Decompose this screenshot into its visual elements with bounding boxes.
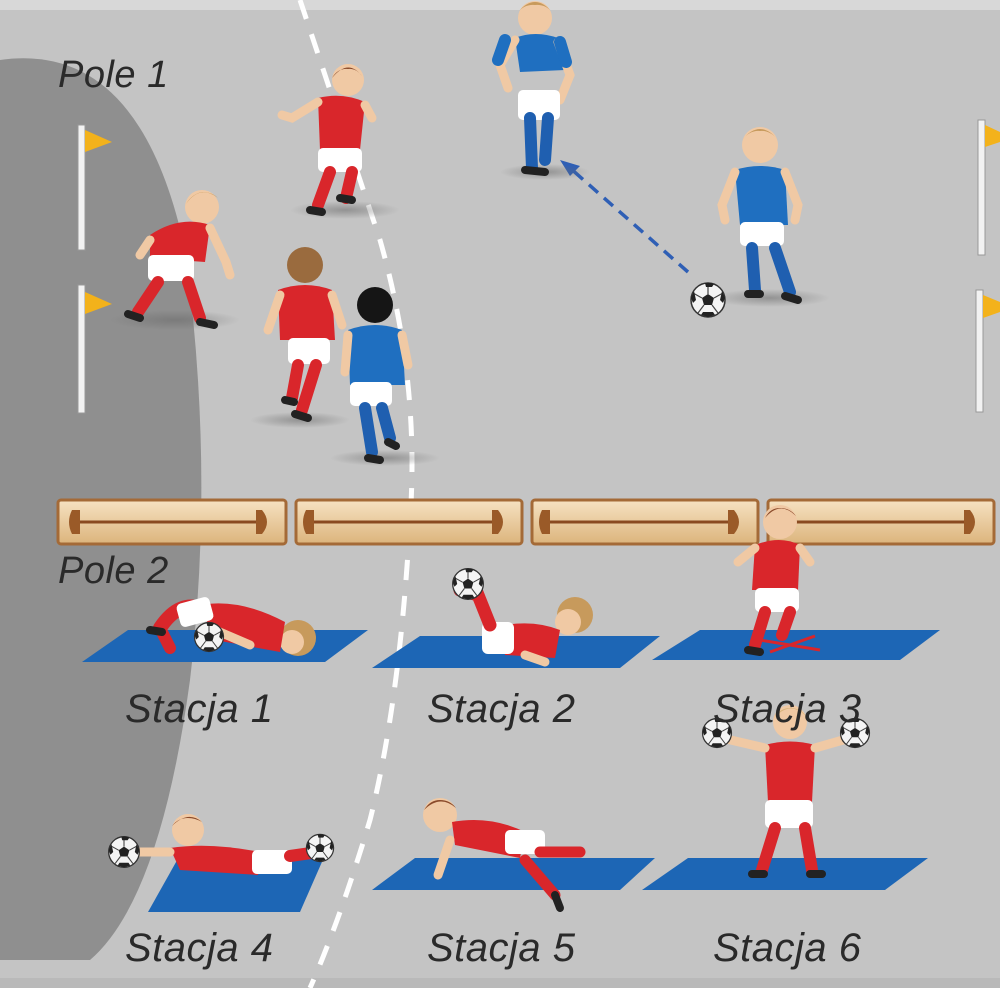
station-label-4: Stacja 4 [125,926,274,970]
station-label-1: Stacja 1 [125,687,274,731]
mat-icon [642,858,928,890]
bench-icon [294,498,524,546]
player-icon [492,1,575,176]
player-icon [340,287,413,464]
bench-icon [766,498,996,546]
station-label-6: Stacja 6 [713,926,862,970]
player-icon [124,190,235,329]
ball-icon [452,567,484,600]
player-icon [717,127,803,304]
bench-icon [56,498,288,546]
player-icon [423,798,586,912]
station-label-5: Stacja 5 [427,926,576,970]
flag-icon [977,119,1000,256]
station-label-2: Stacja 2 [427,687,576,731]
flag-icon [77,124,112,251]
player-icon [733,505,815,656]
player-icon [146,597,316,656]
dashed-line [297,0,415,988]
field-label-pole-1: Pole 1 [58,54,169,96]
ball-icon [690,282,726,318]
flag-icon [77,284,112,414]
flag-icon [975,289,1000,413]
ball-icon [193,621,225,653]
ball-icon [305,833,335,863]
station-label-3: Stacja 3 [713,687,862,731]
player-icon [263,247,347,422]
field-label-pole-2: Pole 2 [58,550,169,592]
mat-icon [372,858,655,890]
player-icon [277,64,377,216]
bench-icon [530,498,760,546]
player-icon [717,705,855,878]
ball-icon [108,835,140,868]
